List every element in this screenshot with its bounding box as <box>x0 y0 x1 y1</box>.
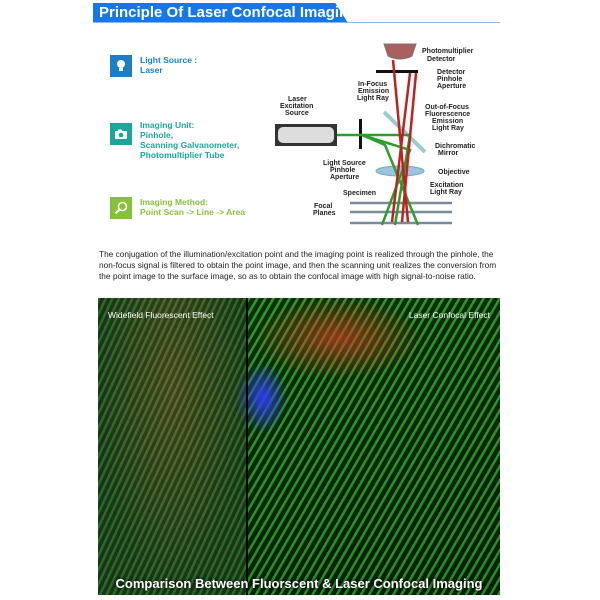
svg-text:Light Ray: Light Ray <box>430 189 462 196</box>
svg-text:Excitation: Excitation <box>430 182 463 189</box>
magnifier-icon <box>110 197 132 219</box>
feature-imaging-unit: Imaging Unit:Pinhole,Scanning Galvanomet… <box>110 120 239 160</box>
photomultiplier-detector <box>383 43 417 60</box>
svg-text:Planes: Planes <box>313 210 336 217</box>
svg-text:Photomultiplier: Photomultiplier <box>422 48 474 55</box>
widefield-label: Widefield Fluorescent Effect <box>108 310 214 320</box>
focal-planes <box>350 201 452 225</box>
svg-text:Out-of-Focus: Out-of-Focus <box>425 104 469 111</box>
page-title: Principle Of Laser Confocal Imaging <box>99 4 358 21</box>
section-header: Principle Of Laser Confocal Imaging <box>93 3 348 23</box>
dichromatic-mirror <box>382 110 427 154</box>
svg-text:Source: Source <box>285 110 309 117</box>
svg-text:Focal: Focal <box>314 203 332 210</box>
camera-icon <box>110 123 132 145</box>
feature-detail: Scanning Galvanometer, <box>140 140 240 150</box>
comparison-caption: Comparison Between Fluorscent & Laser Co… <box>115 576 483 591</box>
feature-detail: Photomultiplier Tube <box>140 150 225 160</box>
svg-text:Dichromatic: Dichromatic <box>435 143 476 150</box>
svg-text:Aperture: Aperture <box>330 174 359 181</box>
feature-title: Imaging Unit: <box>140 120 195 130</box>
confocal-image <box>248 298 500 595</box>
svg-text:Detector: Detector <box>427 56 456 63</box>
header-divider <box>93 22 500 23</box>
svg-text:Fluorescence: Fluorescence <box>425 111 470 118</box>
feature-detail: Pinhole, <box>140 130 174 140</box>
feature-imaging-method: Imaging Method:Point Scan -> Line -> Are… <box>110 197 245 219</box>
svg-text:Emission: Emission <box>432 118 463 125</box>
feature-light-source: Light Source :Laser <box>110 55 197 77</box>
svg-text:Light Source: Light Source <box>323 160 366 167</box>
svg-text:Objective: Objective <box>438 169 470 176</box>
lightbulb-icon <box>110 55 132 77</box>
svg-text:Laser: Laser <box>288 96 307 103</box>
comparison-image: Widefield Fluorescent Effect Laser Confo… <box>98 298 500 595</box>
detector-pinhole <box>376 70 418 73</box>
svg-text:Detector: Detector <box>437 69 466 76</box>
description-text: The conjugation of the illumination/exci… <box>99 249 497 282</box>
confocal-label: Laser Confocal Effect <box>408 310 490 320</box>
svg-text:Emission: Emission <box>358 88 389 95</box>
svg-text:Specimen: Specimen <box>343 190 376 197</box>
laser-tube <box>278 127 334 143</box>
svg-text:Light Ray: Light Ray <box>432 125 464 132</box>
svg-text:In-Focus: In-Focus <box>358 81 387 88</box>
svg-text:Aperture: Aperture <box>437 83 466 90</box>
svg-text:Light Ray: Light Ray <box>357 95 389 102</box>
widefield-image <box>98 298 246 595</box>
svg-text:Mirror: Mirror <box>438 150 459 157</box>
feature-detail: Laser <box>140 65 163 75</box>
feature-title: Light Source : <box>140 55 198 65</box>
svg-text:Excitation: Excitation <box>280 103 313 110</box>
feature-title: Imaging Method: <box>140 197 208 207</box>
svg-text:Pinhole: Pinhole <box>330 167 355 174</box>
emission-rays <box>390 59 418 223</box>
svg-text:Pinhole: Pinhole <box>437 76 462 83</box>
feature-detail: Point Scan -> Line -> Area <box>140 207 246 217</box>
